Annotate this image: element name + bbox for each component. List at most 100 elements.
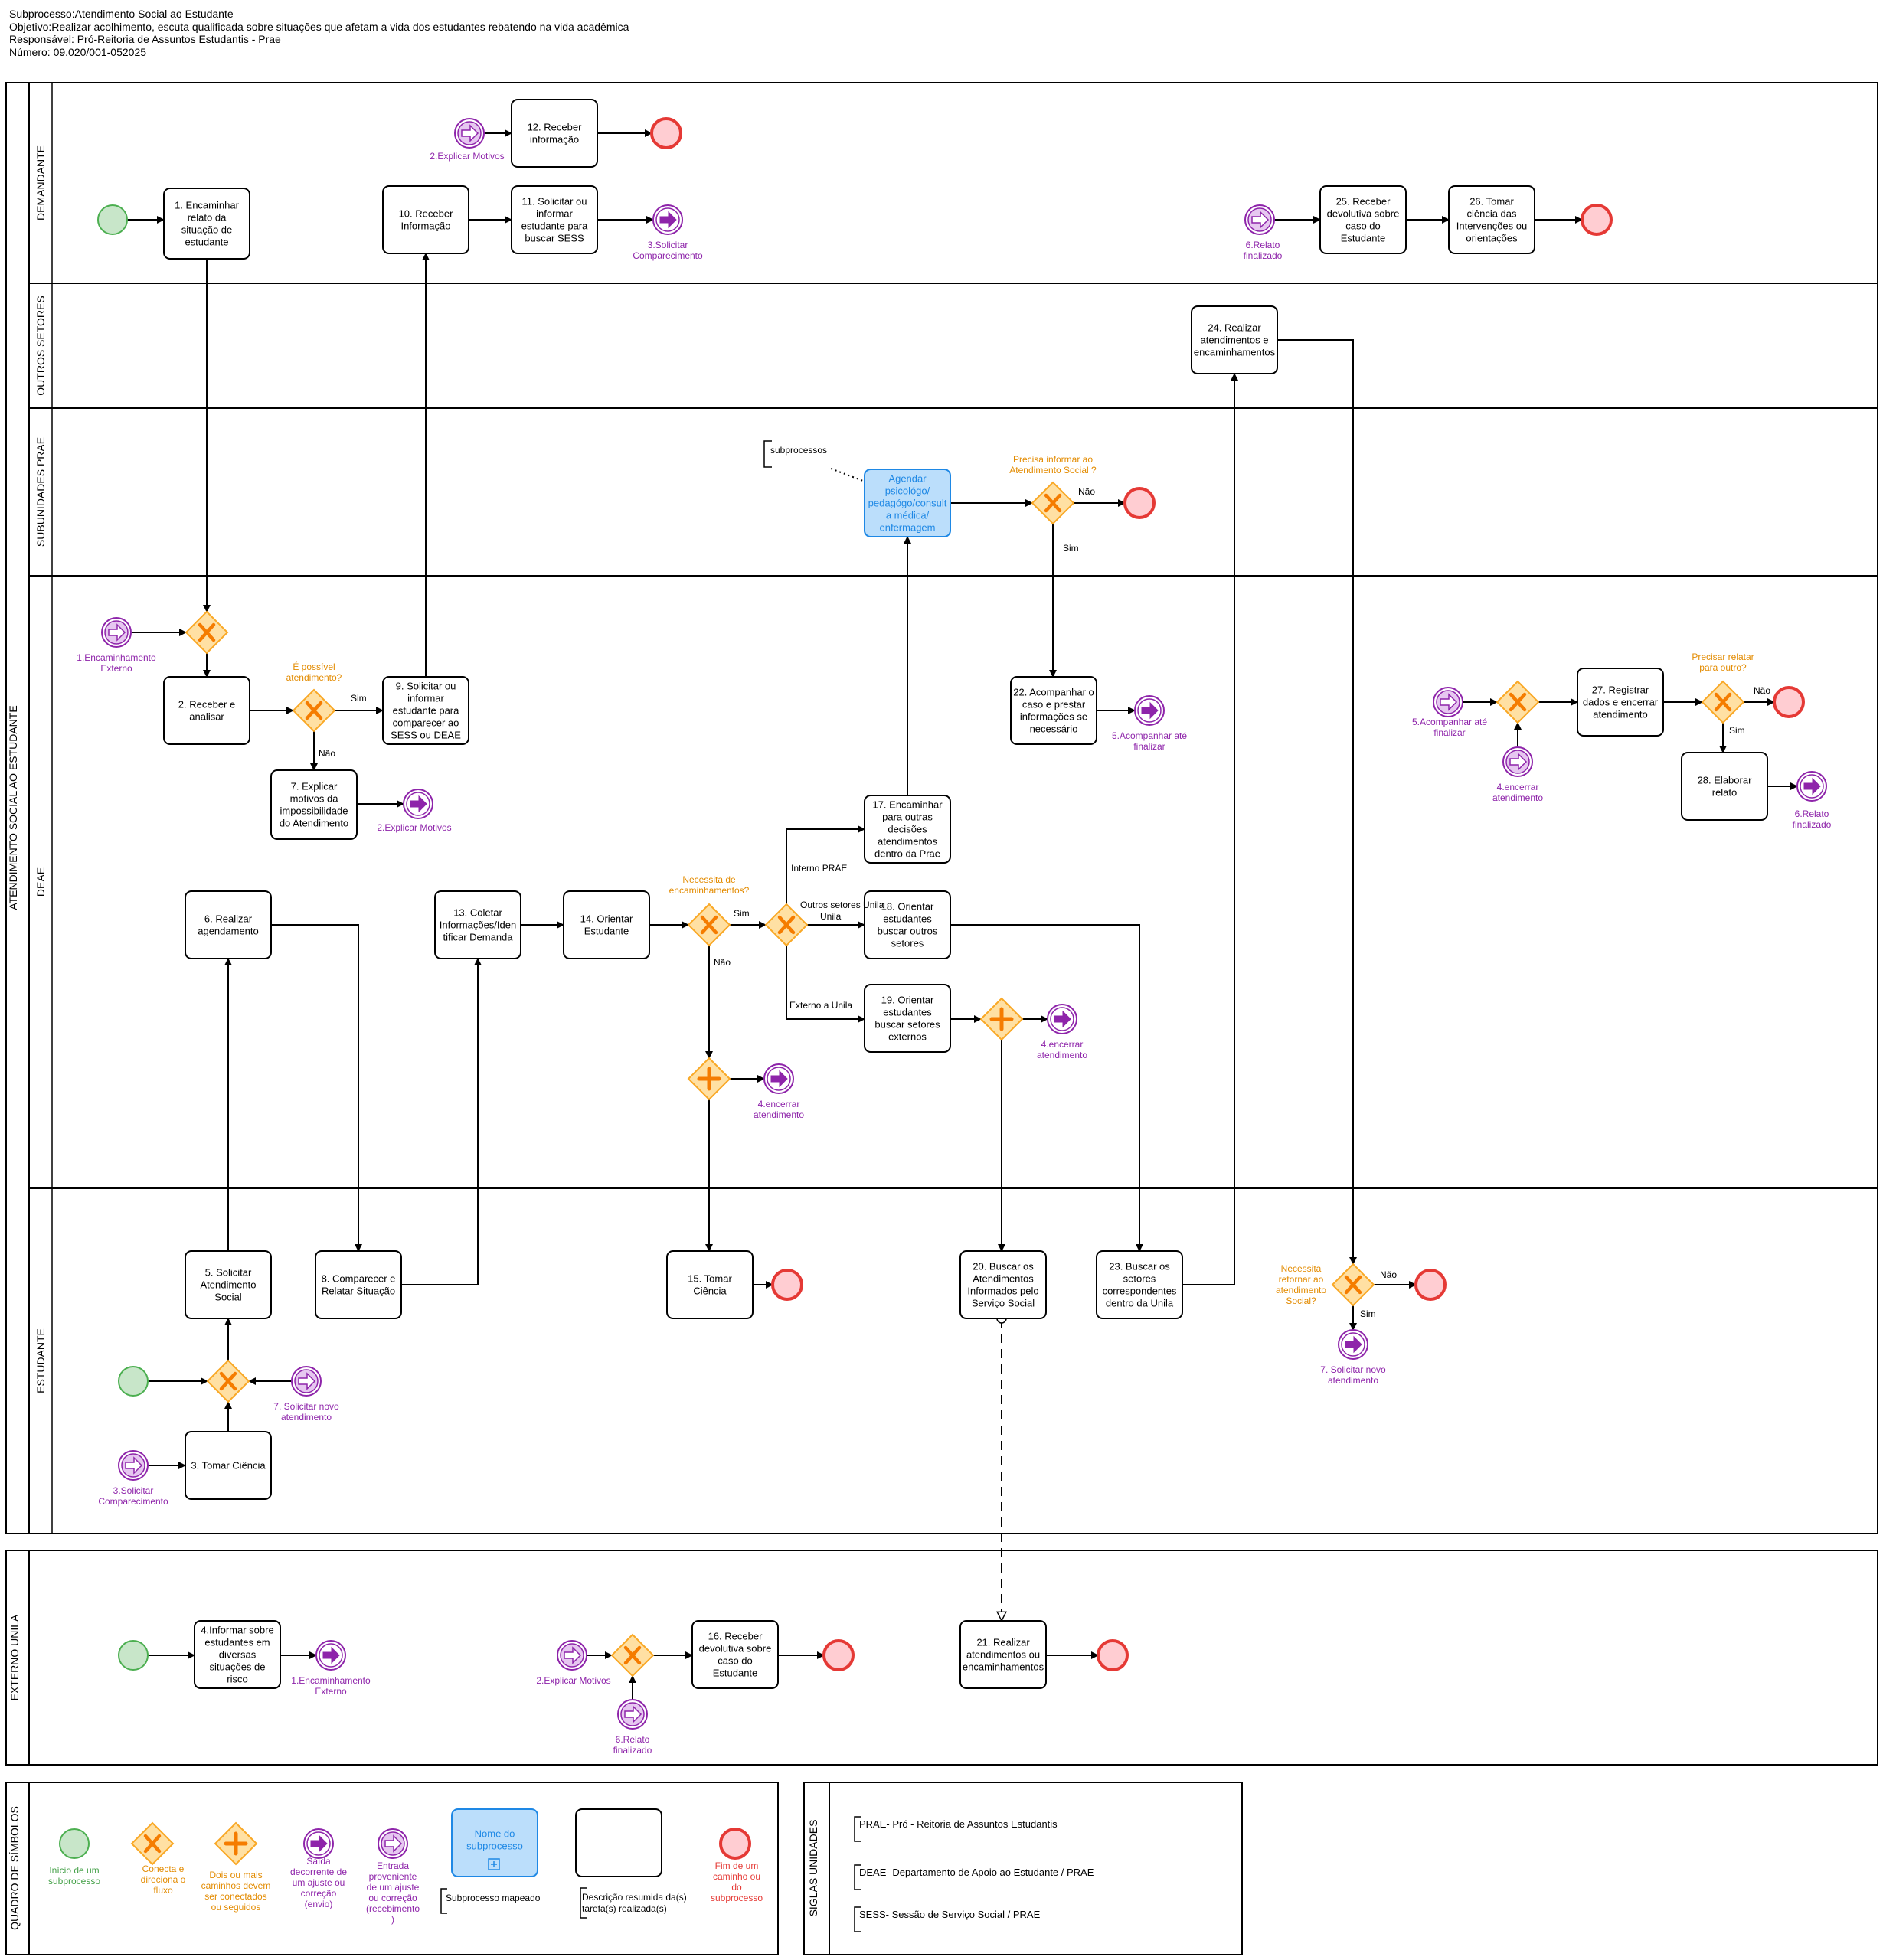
- task-box: [1096, 1250, 1183, 1319]
- event-6-relato-finalizado-catch-externo: [617, 1699, 648, 1730]
- legend-end-icon: [719, 1828, 751, 1860]
- x-mark-icon: [1044, 493, 1062, 513]
- pool-simbolos: [5, 1782, 779, 1955]
- arrow-right-icon: [1803, 777, 1821, 795]
- legend-catch-event-icon: [378, 1828, 408, 1859]
- task-box: [563, 890, 650, 959]
- task-box: [185, 890, 272, 959]
- lane-title-subunidades: SUBUNIDADES PRAE: [34, 437, 47, 547]
- sigla-prae: PRAE- Pró - Reitoria de Assuntos Estudan…: [859, 1818, 1058, 1830]
- gateway-precisa-informar: [1031, 481, 1075, 525]
- legend-throw-event-icon: [303, 1828, 334, 1859]
- pool-main: [5, 82, 1878, 1534]
- event-5-acompanhar-throw: [1134, 695, 1165, 726]
- x-mark-icon: [198, 622, 216, 642]
- lane-title-estudante: ESTUDANTE: [34, 1328, 47, 1393]
- flow-gwtipo-to-17: [786, 825, 865, 904]
- event-2-explicar-motivos-catch-top: [454, 118, 485, 149]
- legend-subprocess-icon: [451, 1808, 538, 1877]
- sigla-bracket-prae: [854, 1816, 861, 1842]
- gateway-paralelo-externo: [979, 997, 1024, 1041]
- pool-siglas-title: SIGLAS UNIDADES: [807, 1820, 819, 1917]
- end-15: [771, 1269, 803, 1301]
- arrow-right-icon: [410, 795, 427, 813]
- x-mark-icon: [1714, 692, 1732, 712]
- arrow-right-icon: [1054, 1010, 1071, 1028]
- end-21: [1097, 1639, 1129, 1671]
- legend-x-mark-icon: [143, 1834, 162, 1854]
- flows-layer: [127, 129, 1798, 1700]
- event-7-solicitar-novo-catch: [291, 1366, 322, 1396]
- x-mark-icon: [1344, 1275, 1362, 1295]
- task-box: [1319, 185, 1407, 254]
- event-4-encerrar-catch-27: [1502, 746, 1533, 777]
- event-7-solicitar-novo-throw: [1338, 1329, 1368, 1360]
- task-box: [864, 984, 951, 1053]
- gateway-retornar-atendimento: [1331, 1263, 1375, 1307]
- end-12: [650, 117, 682, 149]
- arrow-right-outline-icon: [1509, 753, 1528, 771]
- arrow-right-icon: [1141, 701, 1159, 720]
- event-2-explicar-motivos-catch-externo: [557, 1640, 587, 1671]
- annotation-text: subprocessos: [770, 445, 827, 456]
- number-text: Número: 09.020/001-052025: [9, 45, 147, 58]
- task-box: [1010, 676, 1097, 745]
- label-retornar-nao: Não: [1380, 1269, 1397, 1280]
- legend-start-icon: [59, 1828, 90, 1859]
- legend-plus-icon: [491, 1861, 497, 1867]
- task-box: [959, 1620, 1047, 1689]
- flow-23-to-24: [1182, 373, 1238, 1285]
- arrow-right-outline-icon: [461, 124, 479, 142]
- siglas: PRAE- Pró - Reitoria de Assuntos Estudan…: [854, 1816, 1094, 1932]
- pool-siglas: [803, 1782, 1243, 1955]
- legend-plus-box-icon: [488, 1858, 500, 1870]
- task-box: [382, 676, 469, 745]
- legend-subprocess-mapped-label: Subprocesso mapeado: [446, 1893, 541, 1903]
- plus-mark-icon: [697, 1067, 721, 1091]
- arrow-right-outline-icon: [108, 623, 126, 642]
- event-6-relato-finalizado-catch-top: [1244, 204, 1275, 235]
- pool-main-title: ATENDIMENTO SOCIAL AO ESTUDANTE: [7, 705, 19, 910]
- label-relatar-sim: Sim: [1729, 725, 1745, 736]
- task-box: [959, 1250, 1047, 1319]
- label-interno: Interno PRAE: [791, 863, 847, 874]
- x-mark-icon: [623, 1645, 642, 1665]
- label-relatar-nao: Não: [1754, 685, 1770, 696]
- arrow-right-icon: [659, 211, 677, 229]
- pool-externo-title: EXTERNO UNILA: [8, 1614, 21, 1700]
- label-possivel-nao: Não: [319, 748, 335, 759]
- gateway-entrada-estudante: [206, 1359, 250, 1403]
- task-box: [864, 890, 951, 959]
